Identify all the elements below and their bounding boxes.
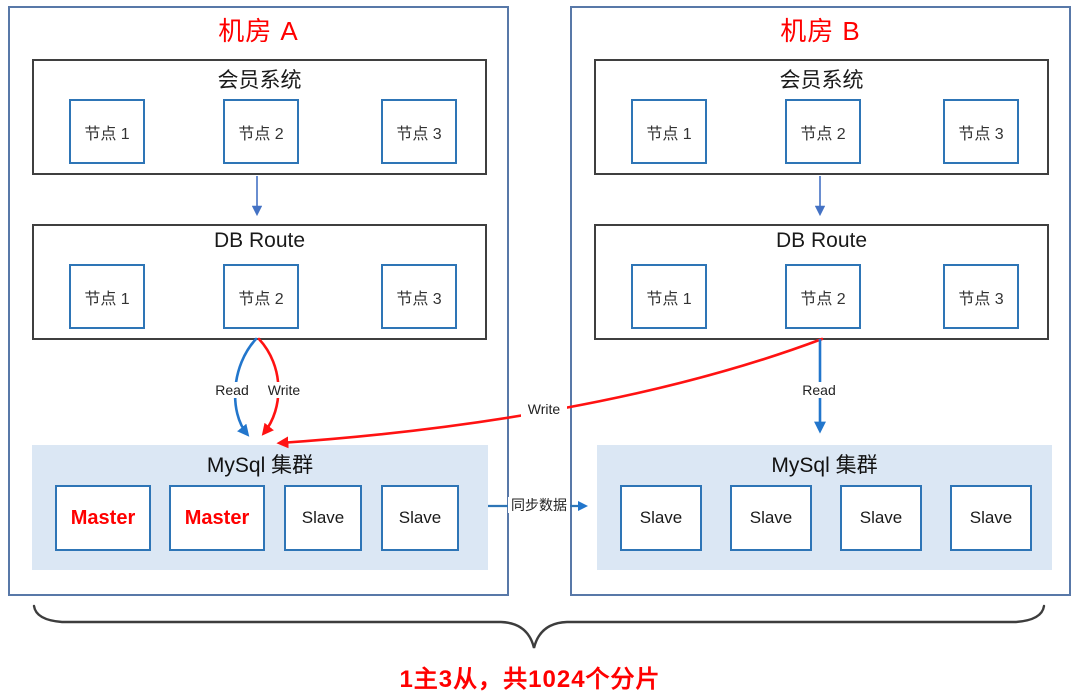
read-label-a: Read: [210, 382, 254, 398]
read-label-b: Read: [797, 382, 841, 398]
room-b-db-route: DB Route 节点 1 节点 2 节点 3: [594, 224, 1049, 340]
member-node: 节点 2: [785, 99, 861, 164]
sync-data-label: 同步数据: [508, 497, 570, 513]
db-route-node: 节点 1: [69, 264, 145, 329]
db-route-node: 节点 2: [223, 264, 299, 329]
mysql-cluster-title: MySql 集群: [771, 454, 878, 477]
bottom-brace: [32, 604, 1046, 649]
db-route-node: 节点 3: [943, 264, 1019, 329]
room-a-mysql-cluster: MySql 集群 Master Master Slave Slave: [32, 445, 488, 570]
member-system-title: 会员系统: [217, 69, 302, 92]
db-route-title: DB Route: [213, 229, 306, 252]
member-node: 节点 1: [631, 99, 707, 164]
room-a-db-route: DB Route 节点 1 节点 2 节点 3: [32, 224, 487, 340]
room-a-member-system: 会员系统 节点 1 节点 2 节点 3: [32, 59, 487, 175]
room-a-title: 机房 A: [218, 16, 299, 46]
member-system-title: 会员系统: [779, 69, 864, 92]
mysql-master-node: Master: [55, 485, 151, 551]
room-a-box: 机房 A 会员系统 节点 1 节点 2 节点 3 DB Route 节点 1 节…: [8, 6, 509, 596]
room-b-title: 机房 B: [780, 16, 861, 46]
member-node: 节点 1: [69, 99, 145, 164]
mysql-slave-node: Slave: [950, 485, 1032, 551]
db-route-node: 节点 1: [631, 264, 707, 329]
write-label-a: Write: [261, 382, 307, 398]
db-route-title: DB Route: [775, 229, 868, 252]
mysql-slave-node: Slave: [840, 485, 922, 551]
db-route-node: 节点 3: [381, 264, 457, 329]
bottom-caption: 1主3从，共1024个分片: [399, 666, 661, 693]
room-b-member-system: 会员系统 节点 1 节点 2 节点 3: [594, 59, 1049, 175]
mysql-slave-node: Slave: [620, 485, 702, 551]
mysql-slave-node: Slave: [381, 485, 459, 551]
mysql-slave-node: Slave: [730, 485, 812, 551]
member-node: 节点 3: [943, 99, 1019, 164]
mysql-cluster-title: MySql 集群: [206, 454, 314, 477]
db-route-node: 节点 2: [785, 264, 861, 329]
member-node: 节点 2: [223, 99, 299, 164]
member-node: 节点 3: [381, 99, 457, 164]
cross-write-label: Write: [521, 401, 567, 417]
room-b-mysql-cluster: MySql 集群 Slave Slave Slave Slave: [597, 445, 1052, 570]
mysql-master-node: Master: [169, 485, 265, 551]
mysql-slave-node: Slave: [284, 485, 362, 551]
room-b-box: 机房 B 会员系统 节点 1 节点 2 节点 3 DB Route 节点 1 节…: [570, 6, 1071, 596]
